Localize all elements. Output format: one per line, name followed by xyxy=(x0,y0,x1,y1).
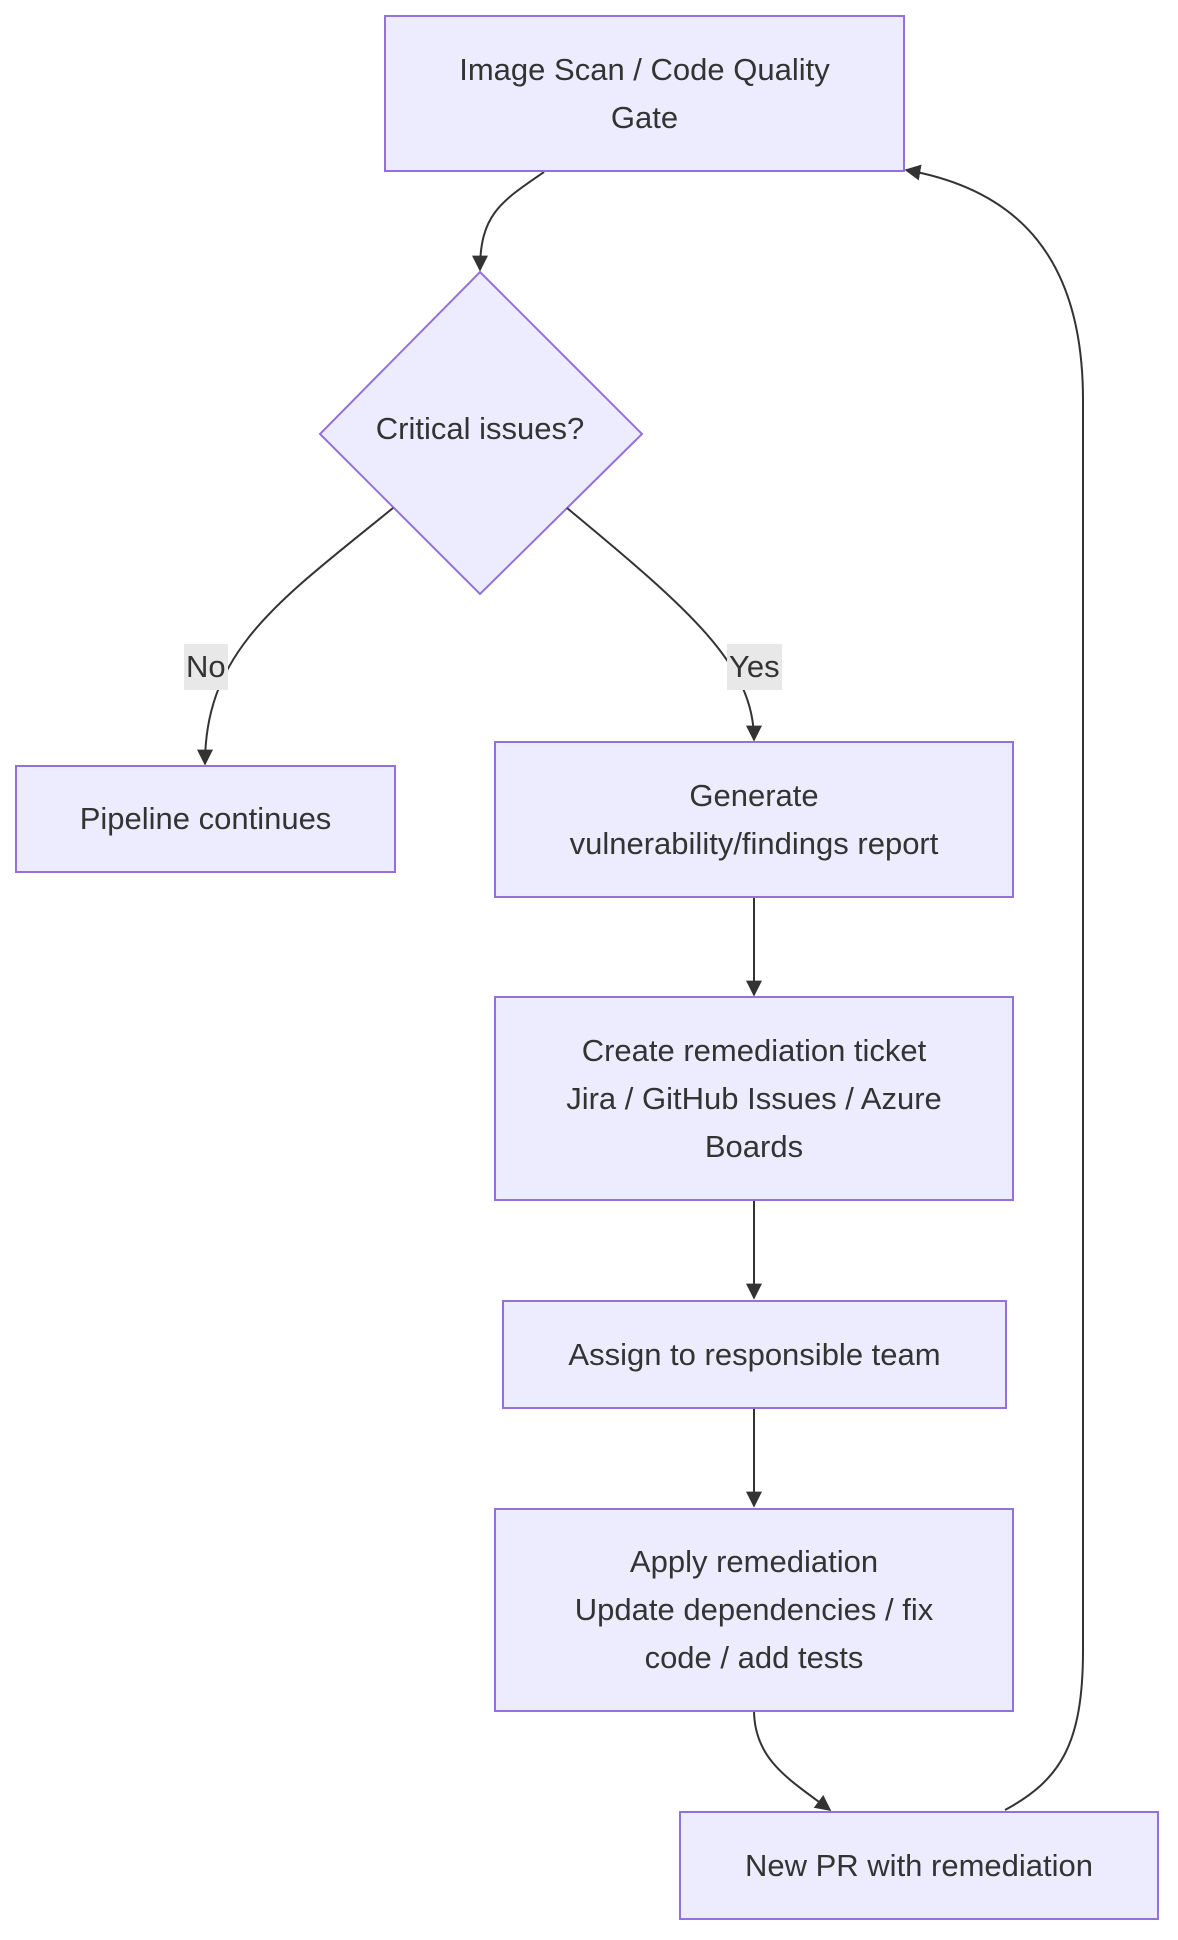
node-pipeline-continues: Pipeline continues xyxy=(15,765,396,873)
node-text-line: Image Scan / Code Quality xyxy=(459,51,830,87)
edge-pr-to-gate xyxy=(904,164,1084,1811)
node-image-scan-gate: Image Scan / Code Quality Gate xyxy=(384,15,905,172)
decision-diamond xyxy=(318,270,644,596)
node-text-line: Generate xyxy=(689,777,819,813)
node-text-line: Critical issues? xyxy=(375,411,585,446)
node-text-line: vulnerability/findings report xyxy=(569,825,939,861)
edge-label-text: Yes xyxy=(729,649,780,684)
edge-label-text: No xyxy=(186,649,226,684)
edge-apply-to-pr xyxy=(753,1709,832,1811)
edge-decision-to-pipeline xyxy=(197,507,394,766)
node-generate-report: Generate vulnerability/findings report xyxy=(494,741,1014,898)
edge-label-yes: Yes xyxy=(727,644,782,690)
node-text-line: Pipeline continues xyxy=(79,801,332,836)
node-text-line: New PR with remediation xyxy=(744,1847,1094,1883)
node-text-line: Assign to responsible team xyxy=(568,1336,941,1372)
node-new-pr: New PR with remediation xyxy=(679,1811,1159,1920)
node-assign-team: Assign to responsible team xyxy=(502,1300,1007,1409)
node-text-line: Jira / GitHub Issues / Azure xyxy=(566,1080,942,1116)
node-text-line: Gate xyxy=(610,99,679,135)
node-text-line: Create remediation ticket xyxy=(581,1032,927,1068)
node-create-ticket: Create remediation ticket Jira / GitHub … xyxy=(494,996,1014,1201)
edge-gate-to-decision xyxy=(472,171,545,272)
node-text-line: Apply remediation xyxy=(629,1544,879,1579)
node-text-line: code / add tests xyxy=(644,1640,864,1675)
node-apply-remediation: Apply remediation Update dependencies / … xyxy=(494,1508,1014,1712)
node-critical-issues: Critical issues? xyxy=(330,405,630,453)
node-text-line: Boards xyxy=(704,1128,804,1164)
edge-label-no: No xyxy=(184,644,228,690)
node-text-line: Update dependencies / fix xyxy=(574,1592,934,1627)
edge-decision-to-report xyxy=(566,507,762,742)
